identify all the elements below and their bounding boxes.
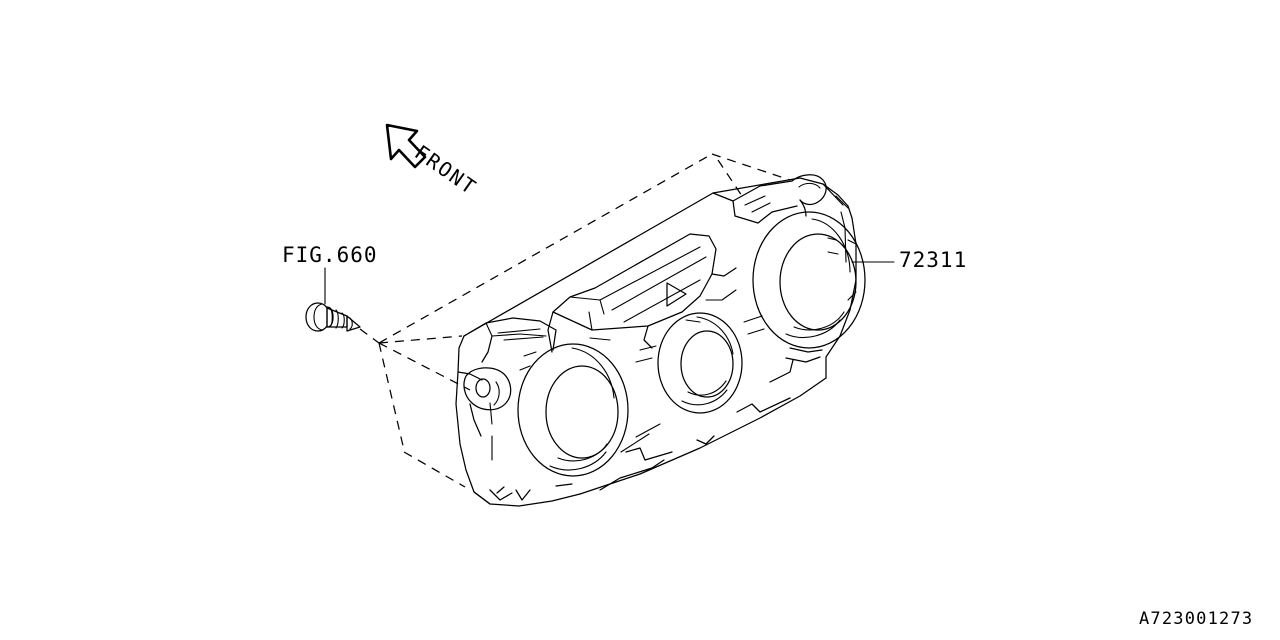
center-knob (657, 312, 743, 414)
figure-reference-label: FIG.660 (282, 243, 378, 267)
left-knob (517, 343, 629, 477)
front-arrow-icon (385, 123, 427, 169)
right-knob (752, 211, 866, 349)
drawing-number-label: A723001273 (1139, 609, 1254, 629)
triangle-indicator-icon (666, 282, 687, 307)
assembly-guide-lines (359, 153, 791, 488)
heater-control-assembly (455, 174, 866, 507)
part-number-label: 72311 (899, 248, 968, 272)
tapping-screw-icon (305, 302, 361, 332)
